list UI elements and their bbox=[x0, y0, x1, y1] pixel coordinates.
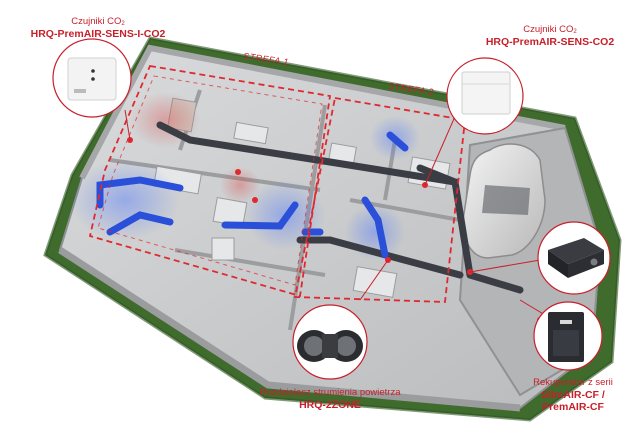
zone2-boundary bbox=[293, 96, 466, 303]
extract-ducts bbox=[156, 121, 524, 294]
splitter-model: HRQ-2ZONE bbox=[299, 398, 361, 411]
sensor-right-subscript: 2 bbox=[573, 29, 577, 35]
splitter-callout bbox=[292, 304, 368, 380]
sensor-right-callout bbox=[446, 57, 524, 135]
recuperator-label: Rekuperator z serii SIImAIR-CF / PremAIR… bbox=[517, 377, 629, 413]
splitter-title: Rozdzielacz strumienia powietrza bbox=[259, 387, 401, 398]
recuperator-title: Rekuperator z serii bbox=[533, 377, 613, 388]
sensor-left-callout bbox=[52, 38, 132, 118]
recuperator-callout-top bbox=[537, 221, 611, 295]
zone1-boundary bbox=[88, 64, 332, 298]
recuperator-callout-bottom bbox=[533, 301, 603, 371]
sensor-left-model: HRQ-PremAIR-SENS-I-CO2 bbox=[30, 27, 166, 40]
sensor-left-label: Czujniki CO2 HRQ-PremAIR-SENS-I-CO2 bbox=[18, 16, 178, 40]
splitter-label: Rozdzielacz strumienia powietrza HRQ-2ZO… bbox=[240, 387, 420, 411]
recuperator-model-2: PremAIR-CF bbox=[542, 400, 604, 413]
sensor-right-model: HRQ-PremAIR-SENS-CO2 bbox=[485, 35, 615, 48]
recuperator-model-1: SIImAIR-CF / bbox=[541, 388, 605, 401]
car bbox=[462, 143, 546, 259]
sensor-right-title: Czujniki CO bbox=[523, 24, 574, 35]
sensor-left-subscript: 2 bbox=[121, 21, 125, 27]
sensor-left-title: Czujniki CO bbox=[71, 16, 122, 27]
sensor-right-label: Czujniki CO2 HRQ-PremAIR-SENS-CO2 bbox=[470, 24, 630, 48]
